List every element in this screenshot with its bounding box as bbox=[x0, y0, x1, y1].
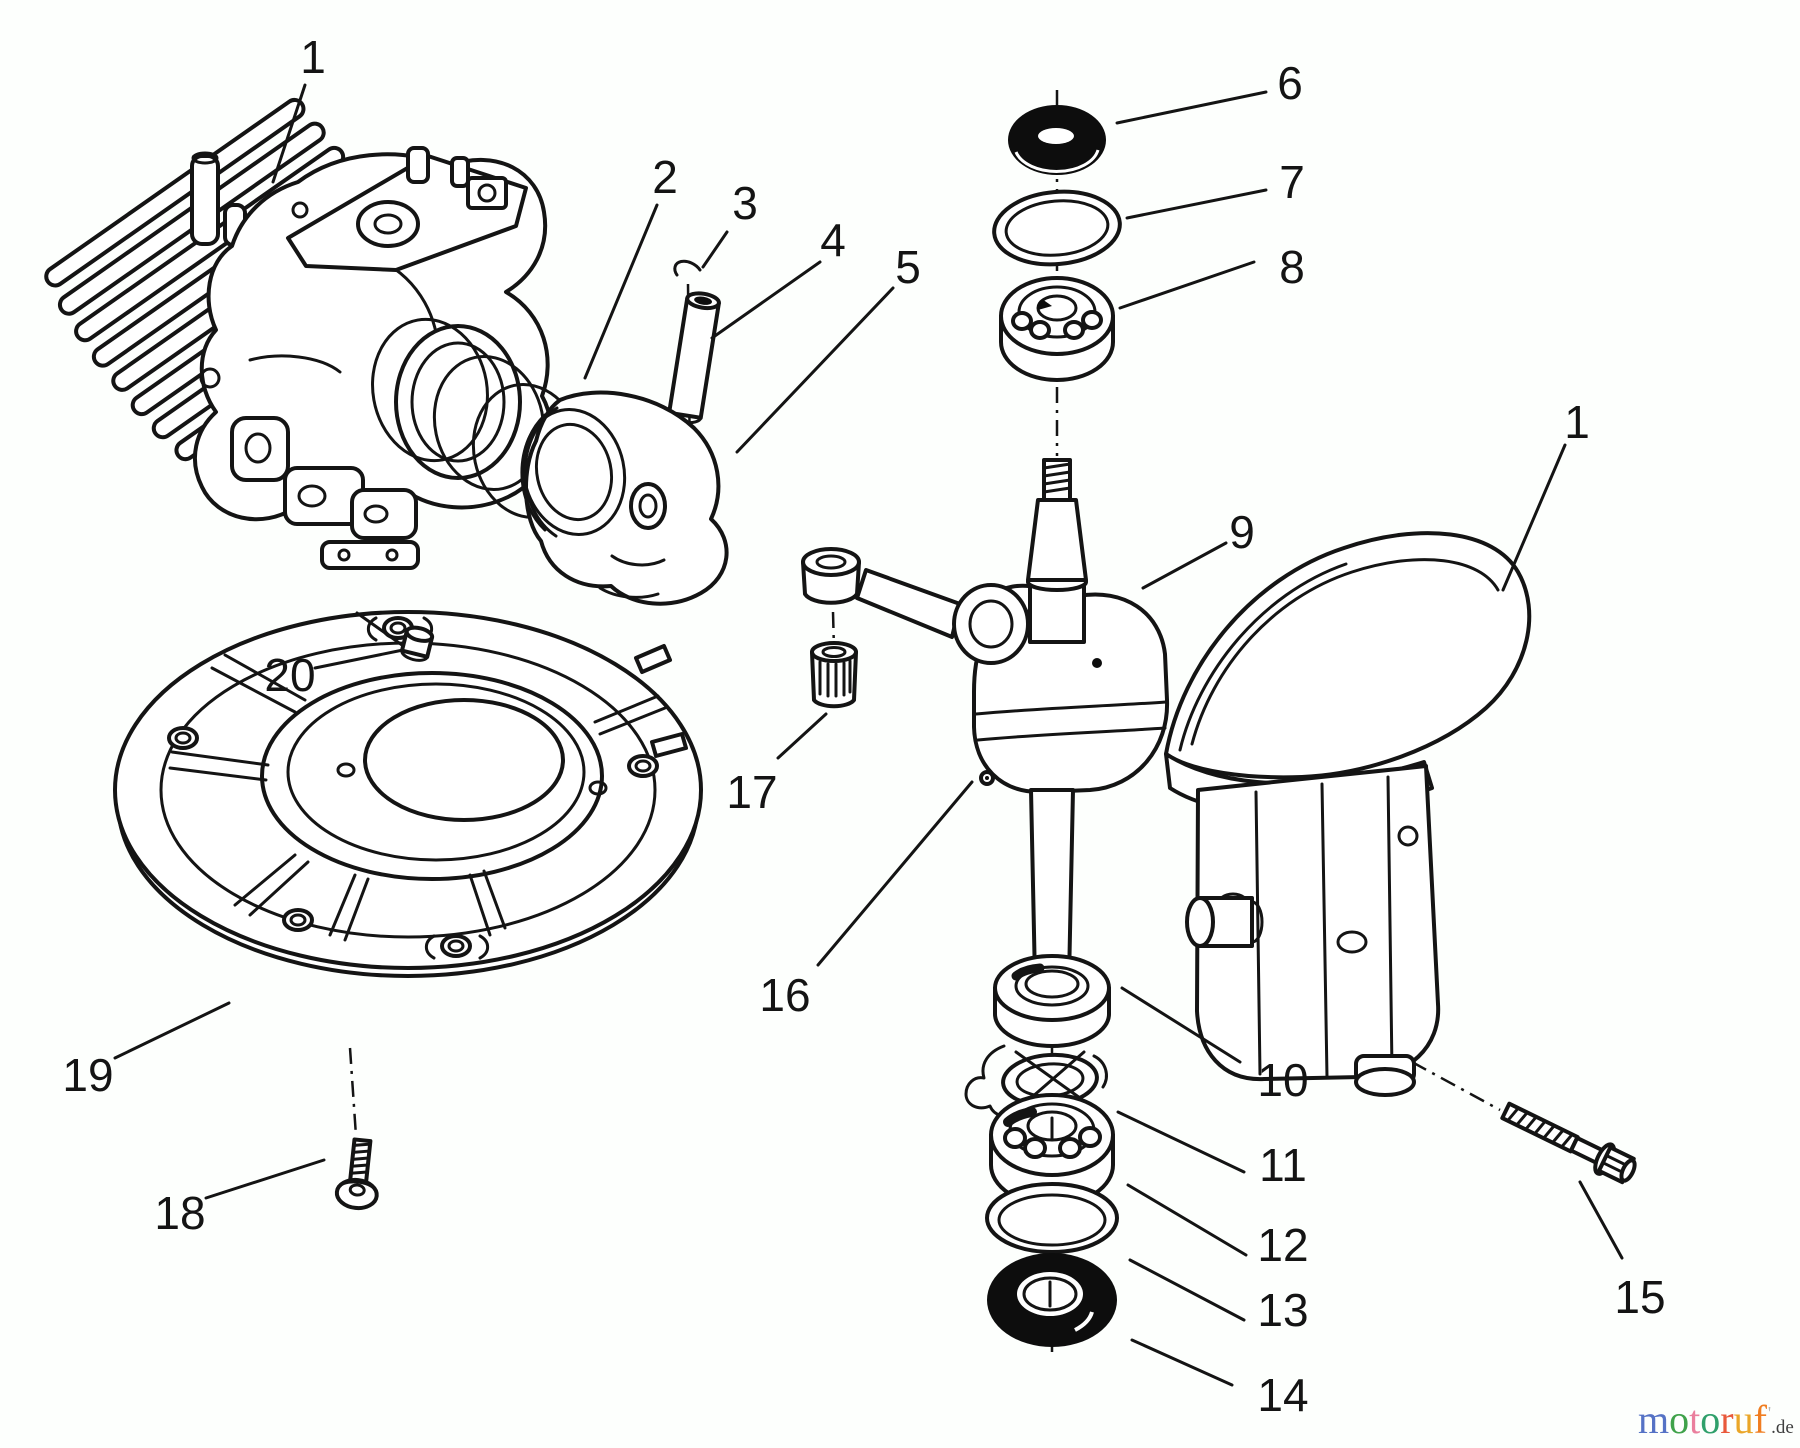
logo-letter: m bbox=[1638, 1397, 1670, 1442]
piston bbox=[520, 390, 729, 606]
baffle-holes bbox=[167, 616, 659, 960]
needle-bearing-cage bbox=[810, 641, 858, 709]
callout-5-piston: 5 bbox=[895, 241, 921, 293]
baffle-tabs bbox=[634, 644, 688, 758]
callout-9-crankshaft: 9 bbox=[1229, 506, 1255, 558]
top-bracket bbox=[286, 146, 528, 272]
callout-1-engine-block: 1 bbox=[300, 31, 326, 83]
callout-14-seal: 14 bbox=[1257, 1369, 1308, 1421]
dowel-pin bbox=[399, 625, 435, 662]
logo-letter: o bbox=[1700, 1397, 1721, 1442]
callout-17-needle-cage: 17 bbox=[726, 766, 777, 818]
oil-seal-top bbox=[1008, 105, 1106, 175]
baffle-ribs bbox=[168, 653, 667, 942]
logo-tick: ' bbox=[1767, 1403, 1772, 1423]
callout-11-clip: 11 bbox=[1259, 1139, 1307, 1191]
crank-lower-shaft bbox=[1029, 788, 1075, 982]
callout-6-seal: 6 bbox=[1277, 57, 1303, 109]
retaining-ring-top bbox=[992, 189, 1122, 267]
engine-block-assembly bbox=[44, 97, 553, 570]
crankcase-cover bbox=[1164, 531, 1532, 1097]
mounting-lugs bbox=[230, 416, 420, 570]
callout-7-ring: 7 bbox=[1279, 156, 1305, 208]
ball-bearing-bottom bbox=[989, 1093, 1115, 1207]
logo-letter: t bbox=[1689, 1397, 1701, 1442]
callout-3-circlip: 3 bbox=[732, 177, 758, 229]
callout-18-screw: 18 bbox=[154, 1187, 205, 1239]
callout-labels: 1 2 3 4 5 6 7 8 9 1 10 11 12 13 14 15 16… bbox=[62, 31, 1665, 1421]
pan-screw bbox=[334, 1137, 379, 1211]
logo-letter: f bbox=[1753, 1397, 1767, 1442]
crankshaft bbox=[972, 458, 1170, 987]
logo-suffix: .de bbox=[1771, 1417, 1794, 1438]
callout-12-bearing: 12 bbox=[1257, 1219, 1308, 1271]
flange-bolt bbox=[1500, 1101, 1637, 1185]
leader-lines bbox=[113, 83, 1624, 1387]
washer-ring bbox=[985, 1182, 1119, 1254]
callout-8-bearing: 8 bbox=[1279, 241, 1305, 293]
callout-10-bushing: 10 bbox=[1257, 1054, 1308, 1106]
baffle-plate bbox=[113, 610, 703, 978]
callout-15-bolt: 15 bbox=[1614, 1271, 1665, 1323]
callout-13-washer: 13 bbox=[1257, 1284, 1308, 1336]
callout-16-set-screw: 16 bbox=[759, 969, 810, 1021]
wrist-pin bbox=[667, 291, 721, 425]
connecting-rod bbox=[801, 547, 1030, 665]
logo-letter: u bbox=[1733, 1397, 1754, 1442]
motoruf-logo: motoruf'.de bbox=[1638, 1400, 1794, 1440]
logo-letter: r bbox=[1720, 1397, 1734, 1442]
callout-2-ring-set: 2 bbox=[652, 151, 678, 203]
callout-4-wrist-pin: 4 bbox=[820, 214, 846, 266]
callout-1-crankcase-cover: 1 bbox=[1564, 396, 1590, 448]
logo-letter: o bbox=[1669, 1397, 1690, 1442]
oil-seal-bottom bbox=[987, 1253, 1117, 1347]
piston-ring-set bbox=[371, 317, 585, 519]
ball-bearing-top bbox=[999, 276, 1115, 382]
bushing-collar bbox=[993, 954, 1111, 1048]
callout-19-baffle-plate: 19 bbox=[62, 1049, 113, 1101]
callout-20-dowel-pin: 20 bbox=[264, 649, 315, 701]
crankcase-bore bbox=[394, 324, 522, 480]
